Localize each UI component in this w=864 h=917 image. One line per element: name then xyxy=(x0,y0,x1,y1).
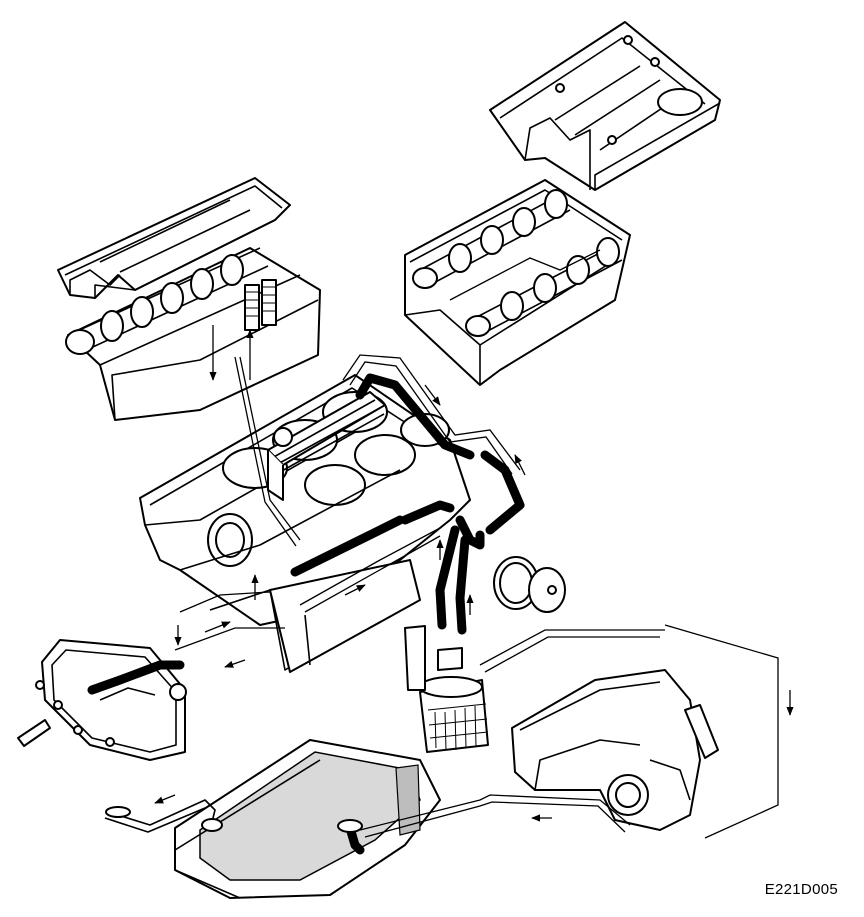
right-camshaft-front xyxy=(412,189,571,289)
right-valve-cover xyxy=(489,21,721,191)
turbocharger-manifold xyxy=(511,624,794,839)
left-valve-cover xyxy=(57,177,291,299)
seal-rings xyxy=(493,556,566,613)
oil-cooler xyxy=(267,391,386,501)
oil-hoses xyxy=(290,373,525,635)
right-cylinder-head xyxy=(404,179,631,386)
right-camshaft-rear xyxy=(465,237,623,337)
diagram-reference-code: E221D005 xyxy=(764,881,838,898)
oil-pan xyxy=(104,739,631,899)
oil-filter xyxy=(404,625,665,753)
oil-flow-paths xyxy=(174,354,526,668)
oil-pickup-tube xyxy=(104,764,421,855)
left-cylinder-head xyxy=(65,247,321,421)
oil-pump-front-cover xyxy=(17,639,187,761)
left-camshaft xyxy=(65,247,269,355)
